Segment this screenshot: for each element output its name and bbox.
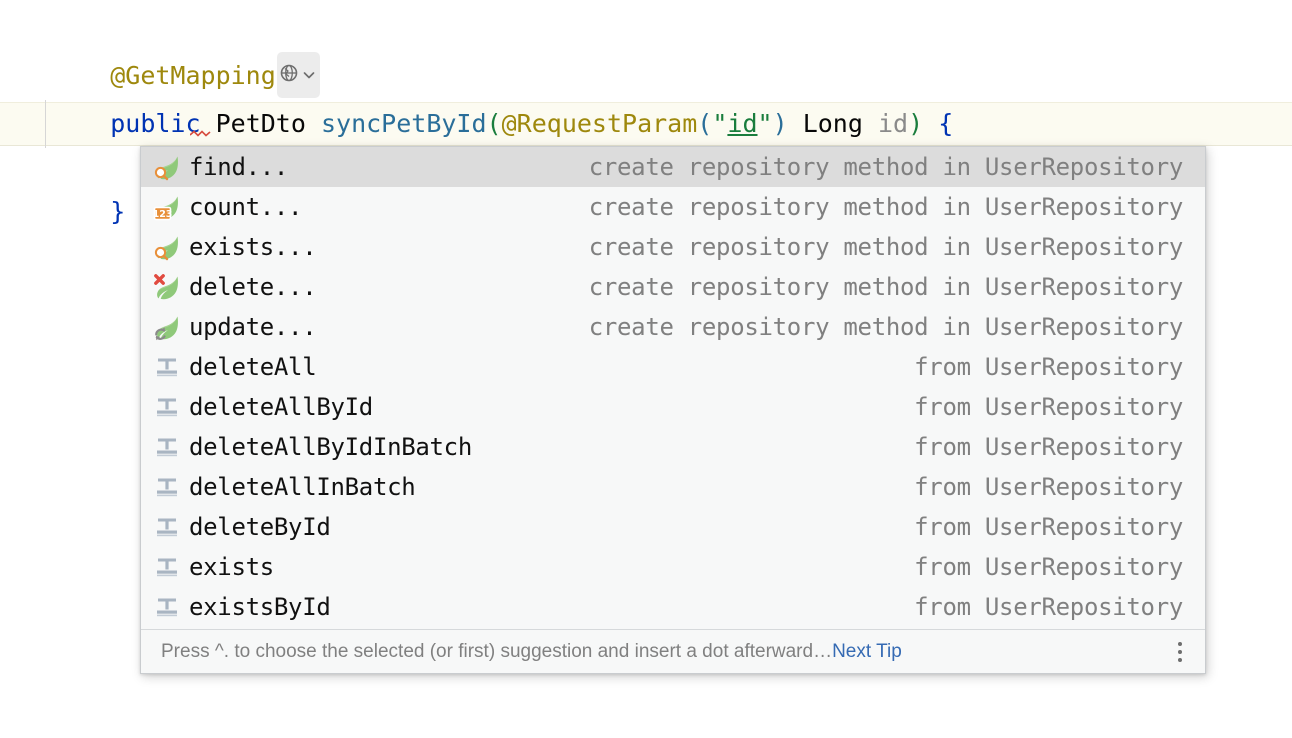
chevron-down-icon [301,53,317,97]
completion-item[interactable]: exists from UserRepository [141,547,1205,587]
completion-item-label: exists [189,553,274,581]
footer-tip-text: Press ^. to choose the selected (or firs… [161,640,833,662]
endpoint-inlay-hint[interactable] [276,52,320,98]
param-type: Long [802,109,863,138]
param-anno-close-paren: ) [772,109,788,138]
closing-brace: } [110,197,126,226]
completion-item-tail-text: from UserRepository [914,393,1183,421]
completion-item-label: find... [189,153,289,181]
completion-item-tail-text: from UserRepository [914,553,1183,581]
completion-item-label: count... [189,193,303,221]
code-completion-popup[interactable]: find... create repository method in UserR… [140,146,1206,674]
completion-item-tail-text: from UserRepository [914,593,1183,621]
completion-item[interactable]: 123 count... create repository method in U… [141,187,1205,227]
code-line-annotation: @GetMapping [0,10,1292,98]
completion-item[interactable]: existsById from UserRepository [141,587,1205,627]
completion-item[interactable]: deleteAll from UserRepository [141,347,1205,387]
abstract-method-icon [153,593,181,621]
annotation-token: @GetMapping [110,61,276,90]
method-name: syncPetById [320,109,487,138]
completion-item-tail-text: create repository method in UserReposito… [588,193,1184,221]
return-type: PetDto [215,109,306,138]
completion-item[interactable]: exists... create repository method in Use… [141,227,1205,267]
completion-item-tail-text: from UserRepository [914,473,1183,501]
spring-update-icon [153,313,181,341]
completion-item-tail-text: create repository method in UserReposito… [588,153,1184,181]
completion-item[interactable]: deleteAllByIdInBatch from UserRepository [141,427,1205,467]
completion-item[interactable]: update... create repository method in Use… [141,307,1205,347]
error-squiggle [190,130,211,137]
svg-text:123: 123 [153,209,172,220]
abstract-method-icon [153,473,181,501]
param-anno-open-paren: ( [697,109,713,138]
open-brace: { [938,109,954,138]
abstract-method-icon [153,553,181,581]
indent-guide [45,100,46,148]
spring-find-icon [153,153,181,181]
completion-item-tail-text: from UserRepository [914,433,1183,461]
completion-item-label: deleteAllByIdInBatch [189,433,472,461]
completion-item-tail-text: create repository method in UserReposito… [588,313,1184,341]
globe-icon [279,53,299,97]
completion-item[interactable]: deleteById from UserRepository [141,507,1205,547]
spring-delete-icon [153,273,181,301]
abstract-method-icon [153,433,181,461]
completion-item-tail-text: create repository method in UserReposito… [588,273,1184,301]
code-line-signature: public PetDto syncPetById(@RequestParam(… [0,58,1292,138]
completion-item[interactable]: delete... create repository method in Use… [141,267,1205,307]
completion-list[interactable]: find... create repository method in UserR… [141,147,1205,629]
caret-line-highlight [0,102,1292,146]
param-string-value: id [727,109,758,138]
completion-item-label: deleteById [189,513,331,541]
completion-item-label: deleteAll [189,353,317,381]
completion-item-label: deleteAllInBatch [189,473,416,501]
abstract-method-icon [153,393,181,421]
quote-close: " [757,109,773,138]
spring-exists-icon [153,233,181,261]
next-tip-link[interactable]: Next Tip [832,640,902,662]
open-paren: ( [486,109,502,138]
completion-item[interactable]: deleteAllInBatch from UserRepository [141,467,1205,507]
completion-item[interactable]: find... create repository method in UserR… [141,147,1205,187]
code-line-closing-brace: } [0,146,1292,226]
completion-item[interactable]: deleteAllById from UserRepository [141,387,1205,427]
completion-item-label: existsById [189,593,331,621]
completion-item-tail-text: from UserRepository [914,353,1183,381]
completion-item-label: exists... [189,233,317,261]
abstract-method-icon [153,353,181,381]
completion-item-label: delete... [189,273,317,301]
close-paren: ) [908,109,924,138]
abstract-method-icon [153,513,181,541]
param-annotation: @RequestParam [501,109,698,138]
completion-item-tail-text: from UserRepository [914,513,1183,541]
completion-item-label: update... [189,313,317,341]
keyword-public: public [110,109,201,138]
more-vertical-icon[interactable] [1169,640,1191,664]
param-name: id [877,109,909,138]
completion-footer: Press ^. to choose the selected (or firs… [141,629,1205,673]
spring-count-icon: 123 [153,193,181,221]
completion-item-label: deleteAllById [189,393,373,421]
code-line-caret[interactable]: User. [0,102,1292,182]
quote-open: " [712,109,728,138]
completion-item-tail-text: create repository method in UserReposito… [588,233,1184,261]
